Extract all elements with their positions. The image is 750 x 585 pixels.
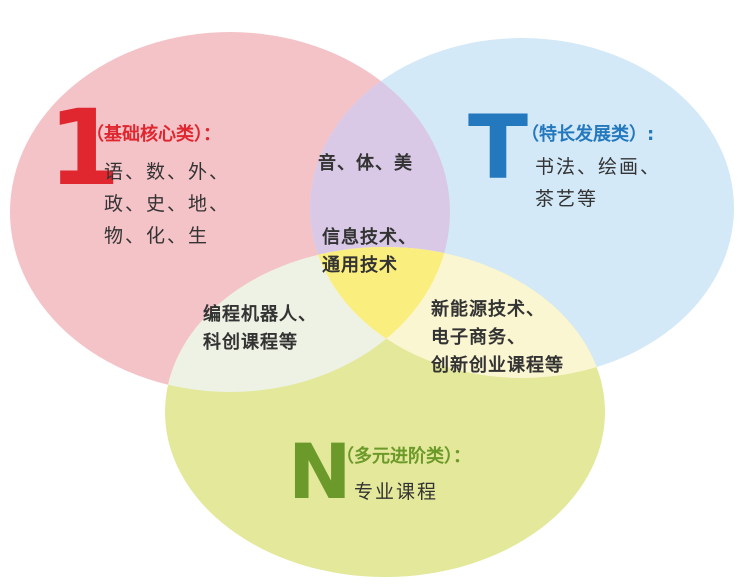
circle-1-title: （基础核心类）： bbox=[86, 124, 221, 145]
overlap-t-n-label: 新能源技术、 电子商务、 创新创业课程等 bbox=[431, 299, 564, 376]
overlap-1-t-label: 音、体、美 bbox=[318, 153, 413, 174]
overlap-1-n-area bbox=[165, 247, 450, 392]
circle-t-title: （特长发展类）: bbox=[521, 124, 655, 145]
circle-1-letter: 1 bbox=[48, 87, 120, 209]
overlap-1-n-label: 编程机器人、 科创课程等 bbox=[203, 304, 317, 353]
overlap-center-label: 信息技术、 通用技术 bbox=[322, 227, 417, 276]
circle-t-letter: T bbox=[468, 96, 529, 199]
circle-1-subjects: 语、数、外、 政、史、地、 物、化、生 bbox=[104, 161, 231, 247]
circle-n-title: （多元进阶类）： bbox=[336, 446, 471, 467]
circle-t-subjects: 书法、绘画、 茶艺等 bbox=[535, 156, 662, 210]
circle-n-subjects: 专业课程 bbox=[354, 481, 439, 503]
overlap-t-n-area bbox=[310, 247, 605, 378]
circle-n-letter: N bbox=[288, 427, 352, 516]
